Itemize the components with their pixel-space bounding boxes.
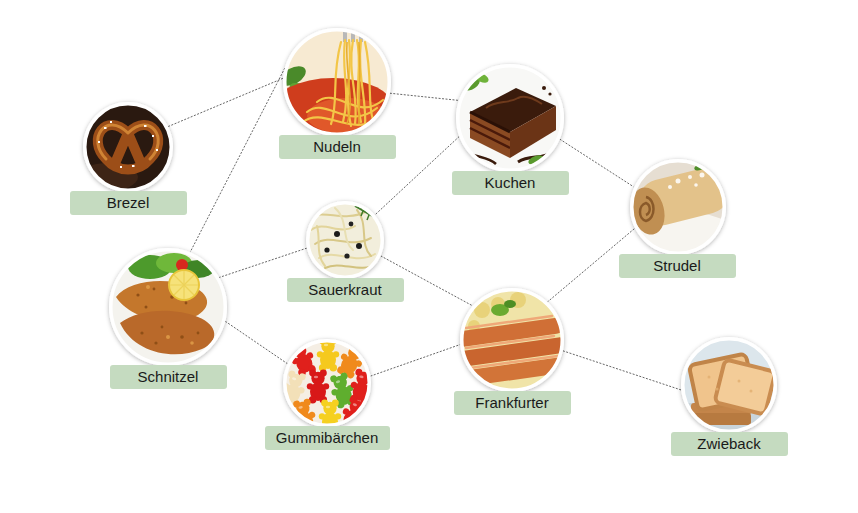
link-line — [219, 248, 307, 277]
sausages-photo — [451, 285, 572, 395]
link-line — [370, 345, 460, 377]
food-name: Zwieback — [681, 435, 778, 453]
food-name: Strudel — [629, 257, 726, 275]
name-label: Schnitzel — [110, 365, 227, 389]
link-line — [390, 93, 459, 100]
food-name: Nudeln — [289, 138, 386, 156]
food-node: Zwieback — [671, 339, 788, 456]
pretzel-photo — [78, 97, 178, 197]
link-line — [190, 68, 285, 252]
gummy-bears-photo — [278, 338, 375, 436]
name-label: Zwieback — [671, 432, 788, 456]
sauerkraut-photo — [305, 200, 385, 280]
food-name: Frankfurter — [464, 394, 561, 412]
rusk-photo — [679, 335, 779, 443]
food-node: Gummibärchen — [265, 341, 390, 450]
spaghetti-photo — [271, 22, 397, 142]
food-name: Schnitzel — [120, 368, 217, 386]
food-node: Sauerkraut — [287, 203, 404, 302]
food-node: Nudeln — [279, 30, 396, 159]
schnitzel-photo — [108, 247, 228, 367]
name-label: Sauerkraut — [287, 278, 404, 302]
name-label: Frankfurter — [454, 391, 571, 415]
food-node: Schnitzel — [110, 250, 227, 389]
name-label: Kuchen — [452, 171, 569, 195]
link-line — [563, 351, 681, 390]
strudel-photo — [618, 157, 738, 263]
food-name: Gummibärchen — [275, 429, 380, 447]
food-node: Kuchen — [452, 66, 569, 195]
name-label: Brezel — [70, 191, 187, 215]
name-label: Nudeln — [279, 135, 396, 159]
link-line — [560, 139, 634, 187]
name-label: Strudel — [619, 254, 736, 278]
food-name: Brezel — [80, 194, 177, 212]
cake-photo — [450, 58, 570, 178]
food-node: Strudel — [619, 161, 736, 278]
name-label: Gummibärchen — [265, 426, 390, 450]
food-name: Sauerkraut — [297, 281, 394, 299]
link-line — [168, 78, 283, 126]
food-node: Frankfurter — [454, 290, 571, 415]
food-name: Kuchen — [462, 174, 559, 192]
food-node: Brezel — [70, 104, 187, 215]
link-line — [225, 321, 287, 363]
